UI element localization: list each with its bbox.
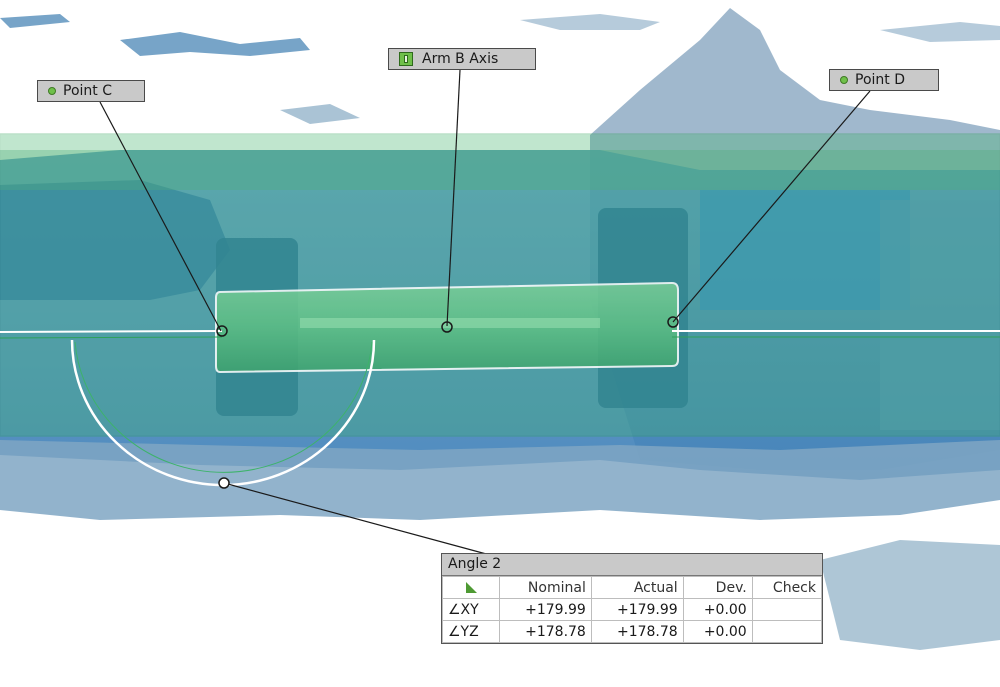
check-value [751,620,823,643]
angle-2-grid: Nominal Actual Dev. Check ∠XY +179.99 +1… [442,576,823,643]
datum-plane [0,133,1000,437]
angle-2-title: Angle 2 [442,554,822,576]
dev-value: +0.00 [682,620,753,643]
point-d-callout[interactable]: Point D [829,69,939,91]
actual-value: +178.78 [590,620,684,643]
col-dev: Dev. [682,576,753,599]
col-actual: Actual [590,576,684,599]
scan-fragments-top [0,14,1000,124]
datum-plane-shade [0,150,1000,190]
scan-right-panel [880,200,1000,430]
row-label: ∠YZ [442,620,500,643]
row-label: ∠XY [442,598,500,621]
table-row: ∠YZ +178.78 +178.78 +0.00 [442,620,823,643]
arm-b-axis-callout[interactable]: Arm B Axis [388,48,536,70]
point-d-label: Point D [855,72,905,88]
angle-arc-marker[interactable] [218,477,230,489]
scan-lower-band [0,440,1000,520]
table-header-row: Nominal Actual Dev. Check [442,576,823,599]
scan-left-block [0,180,230,300]
point-d-marker[interactable] [667,316,679,328]
dev-value: +0.00 [682,598,753,621]
scan-lower-right [820,540,1000,650]
arm-b-axis-line [0,330,1000,333]
nominal-value: +179.99 [499,598,592,621]
leader-lines [99,69,871,556]
axis-icon [399,52,413,66]
angle-corner-cell [442,576,500,599]
nominal-value: +178.78 [499,620,592,643]
arm-b-axis-label: Arm B Axis [422,51,499,67]
col-nominal: Nominal [499,576,592,599]
green-dot-icon [48,87,56,95]
axis-midpoint-marker[interactable] [441,321,453,333]
col-check: Check [751,576,823,599]
point-c-marker[interactable] [216,325,228,337]
table-row: ∠XY +179.99 +179.99 +0.00 [442,598,823,621]
actual-value: +179.99 [590,598,684,621]
angle-2-table[interactable]: Angle 2 Nominal Actual Dev. Check ∠XY +1… [441,553,823,644]
check-value [751,598,823,621]
point-c-label: Point C [63,83,112,99]
angle-corner-icon [465,582,477,593]
point-c-callout[interactable]: Point C [37,80,145,102]
green-dot-icon [840,76,848,84]
